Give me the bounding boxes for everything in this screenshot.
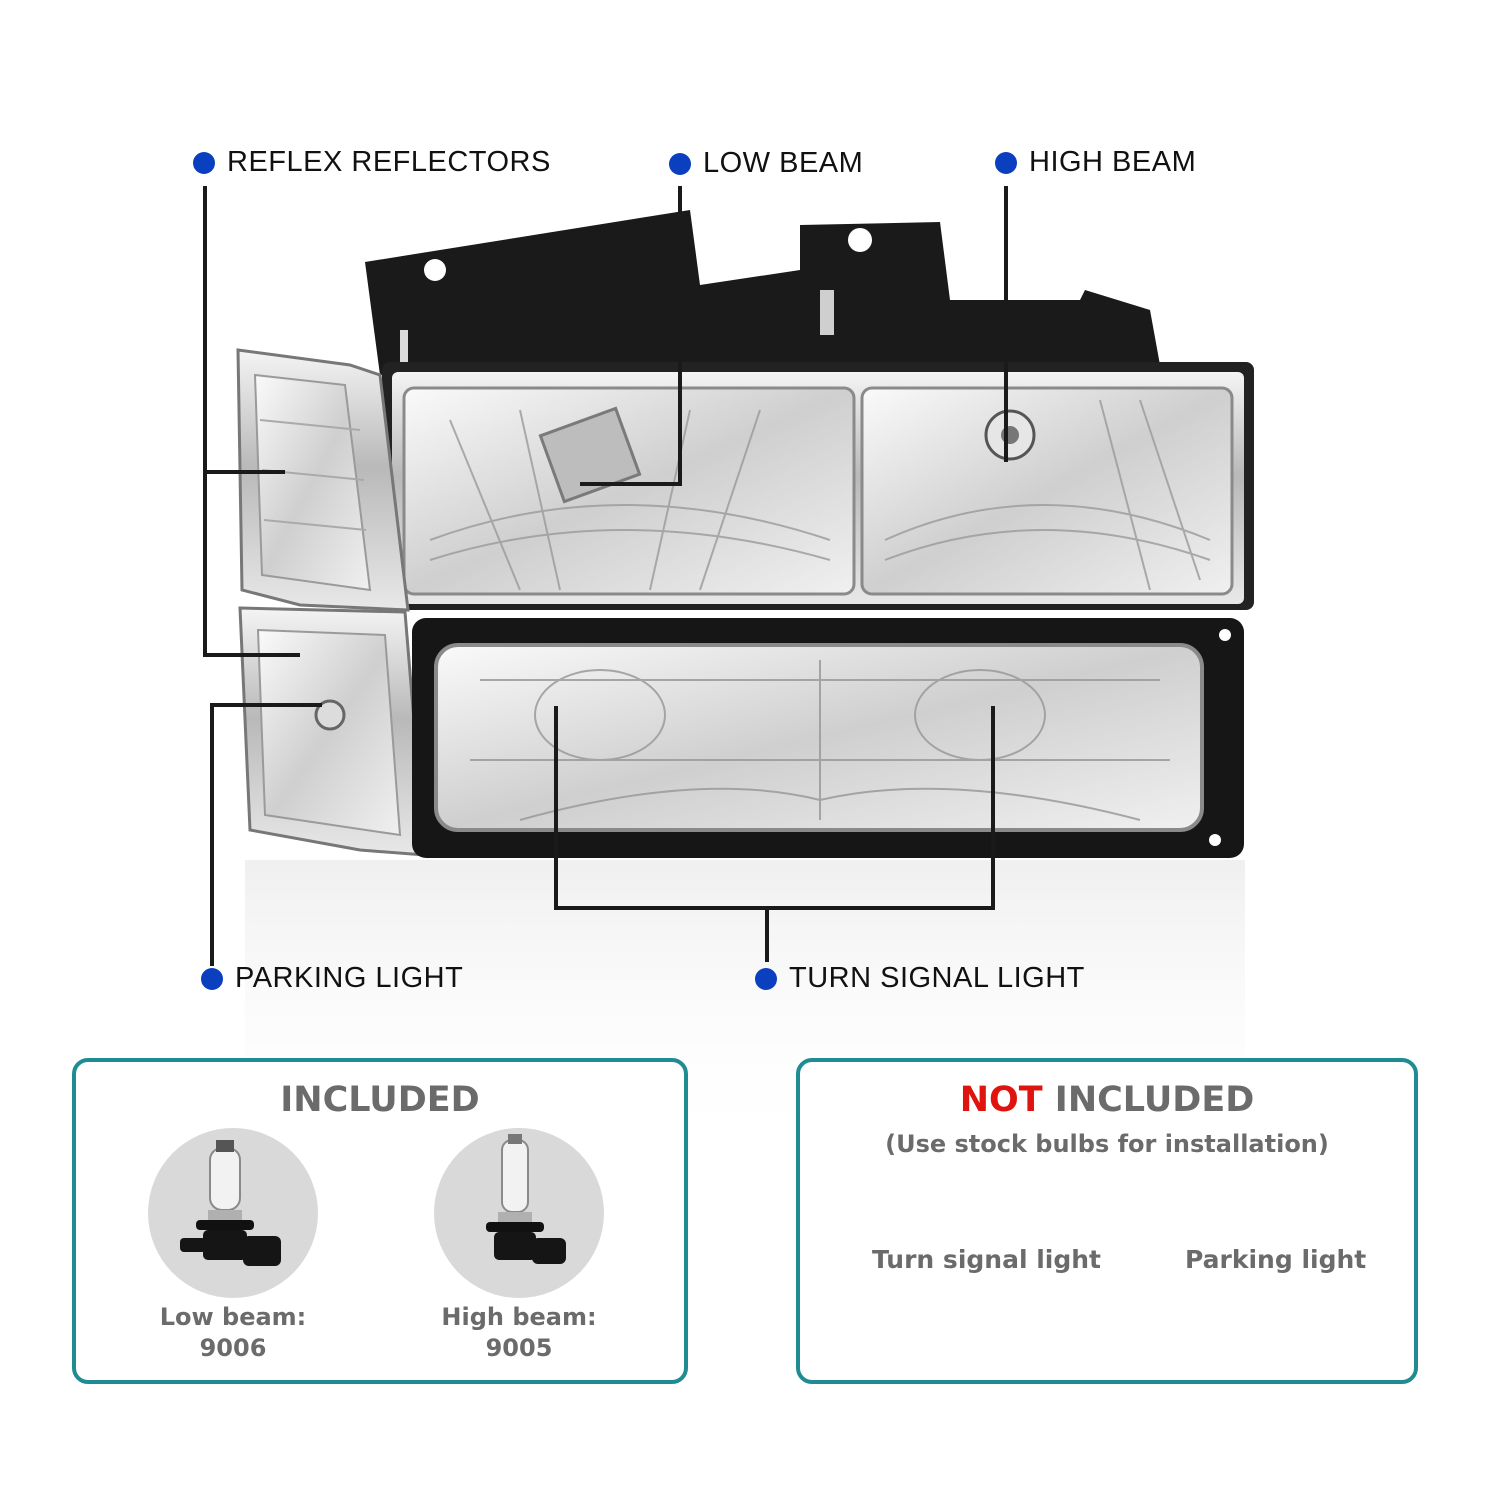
bullet-dot-icon [755, 967, 777, 990]
included-panel: INCLUDED Low beam: 9006 High beam: 9005 [72, 1058, 688, 1384]
included-title: INCLUDED [280, 1080, 480, 1120]
callout-label: PARKING LIGHT [235, 962, 464, 994]
bullet-dot-icon [669, 152, 691, 175]
bullet-dot-icon [193, 151, 215, 174]
leader-parking-light [210, 703, 322, 966]
callout-label: TURN SIGNAL LIGHT [789, 962, 1085, 994]
not-included-subtitle: (Use stock bulbs for installation) [885, 1130, 1329, 1158]
main-headlamp [382, 362, 1254, 610]
not-included-panel: NOT INCLUDED (Use stock bulbs for instal… [796, 1058, 1418, 1384]
upper-corner-lamp [236, 348, 410, 612]
high-beam-bulb-image [434, 1128, 604, 1298]
callout-turn-signal-light: TURN SIGNAL LIGHT [755, 962, 1085, 995]
bumper-lamp [412, 618, 1244, 858]
rear-housing [365, 210, 1160, 375]
low-beam-bulb-image [148, 1128, 318, 1298]
leader-low-beam [580, 186, 682, 486]
bullet-dot-icon [201, 967, 223, 990]
callout-parking-light: PARKING LIGHT [201, 962, 463, 995]
callout-reflex-reflectors: REFLEX REFLECTORS [193, 146, 551, 179]
not-included-item-parking: Parking light [1185, 1245, 1367, 1274]
callout-label: HIGH BEAM [1029, 146, 1197, 178]
lower-corner-lamp [238, 606, 427, 857]
low-beam-caption-line1: Low beam: [159, 1303, 307, 1331]
callout-high-beam: HIGH BEAM [995, 146, 1196, 179]
callout-label: LOW BEAM [703, 147, 864, 179]
callout-label: REFLEX REFLECTORS [227, 146, 551, 178]
leader-lines [203, 186, 1008, 966]
bulb-icon [486, 1134, 566, 1264]
bulb-icon [180, 1140, 281, 1266]
bullet-dot-icon [995, 151, 1017, 174]
not-highlight: NOT [959, 1080, 1043, 1120]
not-included-title-rest: INCLUDED [1042, 1080, 1255, 1120]
low-beam-caption: Low beam: 9006 [123, 1302, 343, 1364]
leader-turn-signal [554, 706, 995, 910]
leader-reflex-reflectors [203, 186, 300, 657]
high-beam-caption-line2: 9005 [485, 1334, 553, 1362]
low-beam-caption-line2: 9006 [199, 1334, 267, 1362]
not-included-title: NOT INCLUDED [800, 1080, 1414, 1120]
not-included-item-turn-signal: Turn signal light [872, 1245, 1102, 1274]
callout-low-beam: LOW BEAM [669, 147, 863, 180]
high-beam-caption-line1: High beam: [441, 1303, 597, 1331]
high-beam-caption: High beam: 9005 [409, 1302, 629, 1364]
